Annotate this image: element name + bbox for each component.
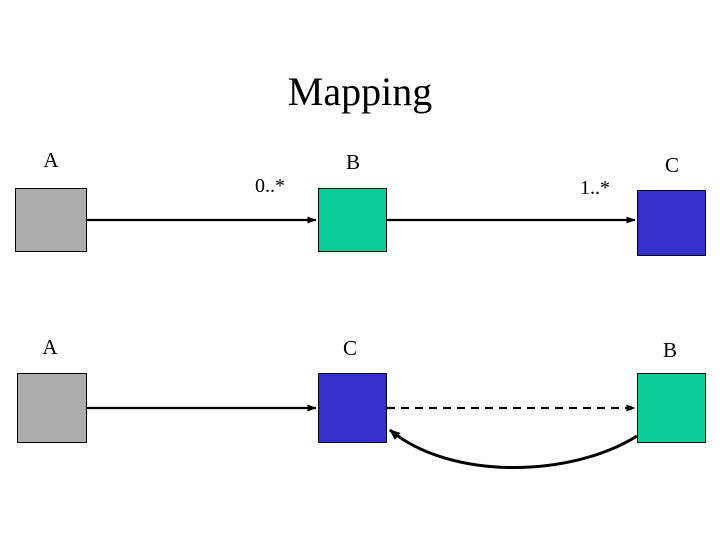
node-label-bottom-b: B [662, 338, 677, 362]
node-label-top-c: C [664, 153, 679, 177]
edge-bottom-b-to-c-curve [389, 428, 638, 469]
node-top-b[interactable] [318, 188, 387, 252]
node-bottom-c[interactable] [318, 373, 387, 443]
node-label-bottom-a: A [42, 335, 58, 359]
node-label-bottom-c: C [342, 336, 357, 360]
multiplicity-label-top-bc: 1..* [580, 177, 610, 199]
node-top-c[interactable] [637, 190, 706, 256]
node-label-top-a: A [43, 148, 59, 172]
page-title: Mapping [287, 69, 433, 114]
node-bottom-b[interactable] [637, 373, 706, 443]
node-top-a[interactable] [15, 188, 87, 252]
multiplicity-label-top-ab: 0..* [255, 175, 285, 197]
node-label-top-b: B [345, 150, 360, 174]
node-bottom-a[interactable] [17, 373, 87, 443]
